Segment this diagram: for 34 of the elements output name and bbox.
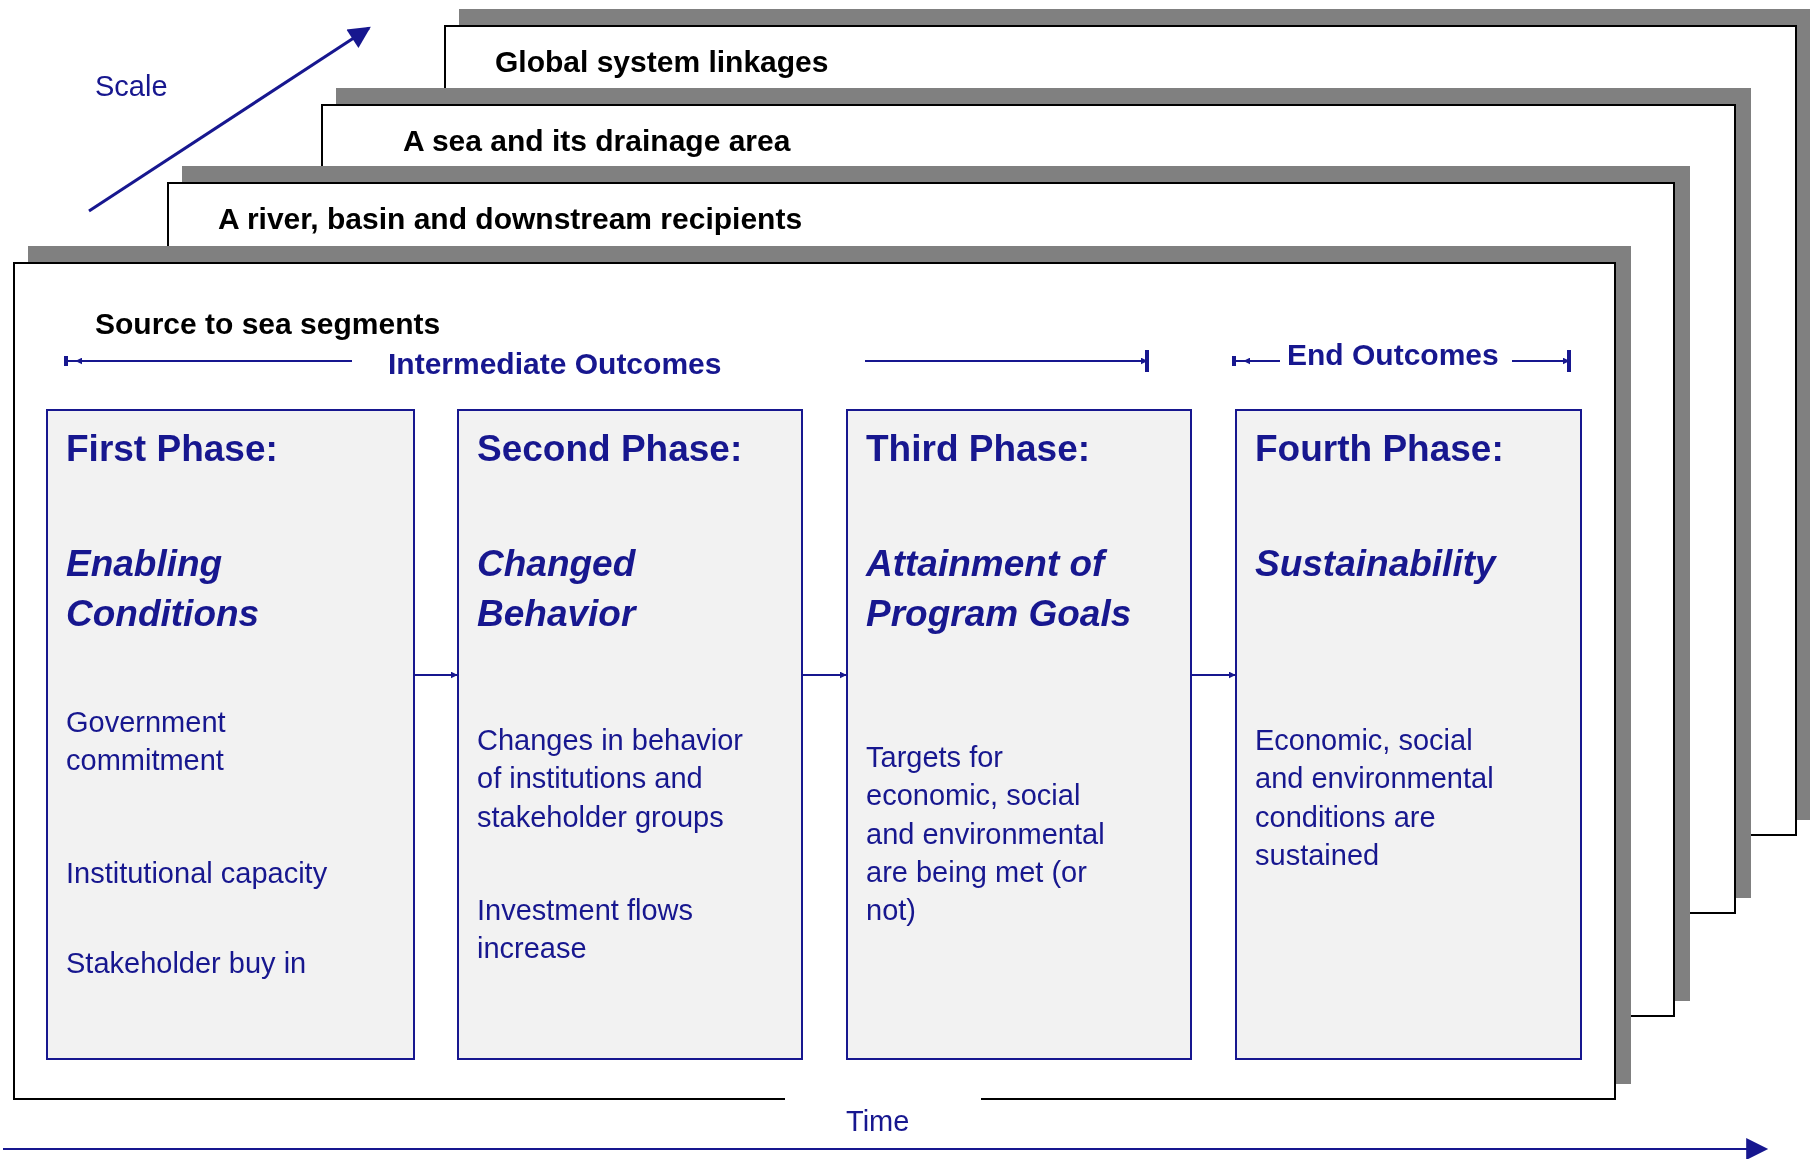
phase-title: Attainment of Program Goals	[866, 542, 1133, 636]
layer-title: A river, basin and downstream recipients	[218, 204, 803, 234]
arrow	[414, 671, 458, 679]
phase-description: Government commitment	[66, 705, 227, 779]
layer-title: Global system linkages	[495, 47, 829, 77]
axis-label: Time	[846, 1107, 910, 1136]
phase-description: Institutional capacity	[66, 856, 329, 891]
scale-layer-card	[13, 262, 1616, 1100]
phase-title: Sustainability	[1255, 542, 1498, 586]
scale-layer-card	[444, 25, 1797, 88]
phase-heading: Third Phase:	[866, 427, 1092, 471]
phase-box	[457, 409, 803, 1060]
axis-label: Scale	[95, 72, 168, 101]
phase-heading: Fourth Phase:	[1255, 427, 1505, 471]
phase-heading: First Phase:	[66, 427, 279, 471]
phase-description: Economic, social and environmental conditions are sustained	[1255, 723, 1495, 873]
phase-description: Changes in behavior of institutions and stakeholder groups	[477, 723, 744, 835]
phase-box	[846, 409, 1192, 1060]
phase-description: Stakeholder buy in	[66, 946, 308, 981]
phase-box	[1235, 409, 1582, 1060]
arrow	[802, 671, 847, 679]
arrow	[1191, 671, 1236, 679]
outcome-label: Intermediate Outcomes	[388, 349, 722, 379]
layer-title: Source to sea segments	[95, 309, 441, 339]
outcome-label: End Outcomes	[1287, 340, 1499, 370]
layer-title: A sea and its drainage area	[403, 126, 791, 156]
scale-layer-card	[321, 104, 1736, 166]
phase-description: Investment flows increase	[477, 893, 694, 967]
phase-title: Changed Behavior	[477, 542, 638, 636]
phase-box	[46, 409, 415, 1060]
scale-layer-card	[167, 182, 1675, 246]
phase-heading: Second Phase:	[477, 427, 744, 471]
phase-title: Enabling Conditions	[66, 542, 261, 636]
phase-description: Targets for economic, social and environmental are being met (or not)	[866, 740, 1106, 929]
